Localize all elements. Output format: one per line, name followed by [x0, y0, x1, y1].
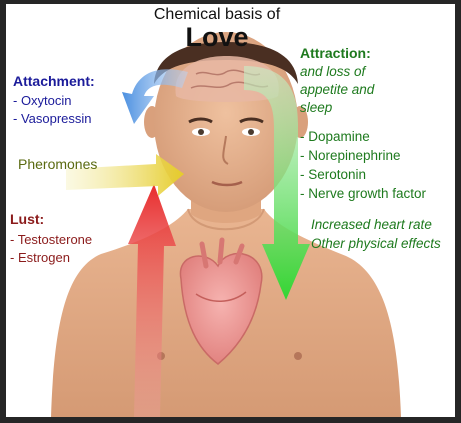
- pheromones-label: Pheromones: [18, 157, 97, 171]
- attraction-item: - Serotonin: [300, 168, 366, 182]
- attraction-heading: Attraction:: [300, 46, 371, 60]
- title-line-2: Love: [119, 24, 315, 51]
- lust-heading: Lust:: [10, 212, 44, 226]
- title-line-1: Chemical basis of: [119, 7, 315, 23]
- right-nipple: [294, 352, 302, 360]
- attraction-subtitle: and loss of: [300, 65, 365, 79]
- diagram-panel: Chemical basis of Love Attachment: - Oxy…: [6, 4, 455, 417]
- attachment-heading: Attachment:: [13, 74, 95, 88]
- attraction-subtitle: sleep: [300, 101, 332, 115]
- attraction-item: - Dopamine: [300, 130, 370, 144]
- attraction-item: - Nerve growth factor: [300, 187, 426, 201]
- lust-item: - Estrogen: [10, 251, 70, 264]
- attraction-effect: Increased heart rate: [311, 218, 432, 232]
- lust-item: - Testosterone: [10, 233, 92, 246]
- attachment-item: - Oxytocin: [13, 94, 72, 107]
- attachment-item: - Vasopressin: [13, 112, 92, 125]
- illustration: [6, 4, 455, 417]
- attraction-item: - Norepinephrine: [300, 149, 401, 163]
- attraction-subtitle: appetite and: [300, 83, 374, 97]
- attraction-effect: Other physical effects: [311, 237, 441, 251]
